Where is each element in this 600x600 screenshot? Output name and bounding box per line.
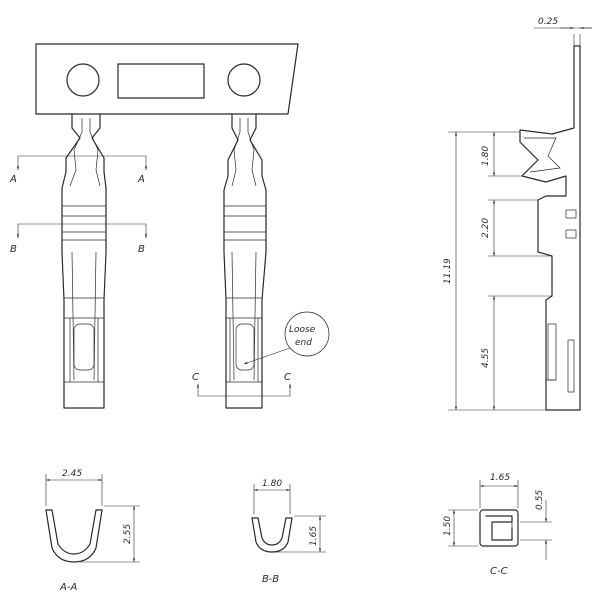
carrier-slot bbox=[117, 63, 205, 99]
section-marker-a-left: A bbox=[9, 174, 17, 185]
callout-line-1: Loose bbox=[289, 325, 316, 335]
side-profile bbox=[519, 45, 581, 411]
terminal-left bbox=[61, 113, 107, 409]
dim-thickness: 0.25 bbox=[538, 17, 558, 27]
section-marker-b-right: B bbox=[138, 244, 145, 255]
section-bb: 1.80 1.65 B-B bbox=[251, 479, 326, 585]
section-caption-bb: B-B bbox=[262, 574, 279, 585]
section-line-aa: A A bbox=[9, 155, 148, 185]
terminal-right bbox=[223, 113, 267, 409]
section-cc: 1.65 1.50 0.55 C-C bbox=[443, 473, 552, 577]
section-line-cc: C C bbox=[192, 372, 292, 397]
front-view: A A B B C C Loose end bbox=[9, 43, 330, 409]
dim-cc-wall: 0.55 bbox=[535, 490, 545, 510]
pilot-hole-left bbox=[66, 63, 100, 97]
dim-aa-height: 2.55 bbox=[123, 524, 133, 544]
loose-end-callout: Loose end bbox=[243, 311, 330, 365]
carrier-strip bbox=[35, 43, 299, 115]
callout-line-2: end bbox=[295, 338, 312, 348]
dim-overall-length: 11.19 bbox=[443, 258, 453, 284]
section-caption-cc: C-C bbox=[490, 566, 508, 577]
dim-aa-width: 2.45 bbox=[62, 469, 82, 479]
section-marker-b-left: B bbox=[10, 244, 17, 255]
section-aa: 2.45 2.55 A-A bbox=[45, 469, 140, 593]
dim-cc-height: 1.50 bbox=[443, 516, 453, 536]
dim-upper-segment: 1.80 bbox=[481, 146, 491, 166]
dim-bb-width: 1.80 bbox=[262, 479, 282, 489]
section-marker-a-right: A bbox=[137, 174, 145, 185]
dim-middle-segment: 2.20 bbox=[481, 218, 491, 238]
side-view: 0.25 11.19 1.80 2.20 4.55 bbox=[443, 17, 592, 411]
pilot-hole-right bbox=[227, 63, 261, 97]
section-caption-aa: A-A bbox=[59, 582, 77, 593]
dim-cc-width: 1.65 bbox=[490, 473, 510, 483]
dim-lower-segment: 4.55 bbox=[481, 348, 491, 368]
section-marker-c-right: C bbox=[284, 372, 291, 383]
section-marker-c-left: C bbox=[192, 372, 199, 383]
dim-bb-height: 1.65 bbox=[309, 526, 319, 546]
section-line-bb: B B bbox=[10, 223, 148, 255]
